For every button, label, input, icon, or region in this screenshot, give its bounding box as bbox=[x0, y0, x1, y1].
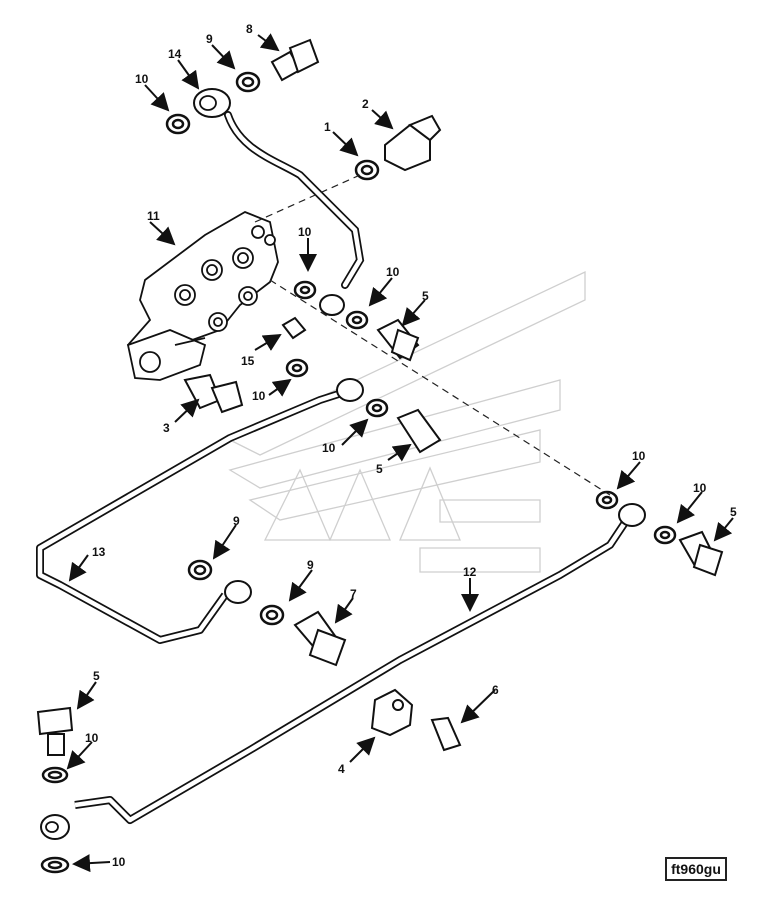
banjo-bolt-bottom bbox=[36, 706, 74, 756]
callout-10h: 10 bbox=[85, 731, 99, 745]
callout-5c: 5 bbox=[730, 505, 737, 519]
banjo-bolt-top bbox=[270, 38, 320, 82]
sealing-washers-right bbox=[595, 490, 677, 545]
adapter-fitting bbox=[384, 114, 442, 172]
callout-5a: 5 bbox=[422, 289, 429, 303]
callout-12: 12 bbox=[463, 565, 477, 579]
figure-reference-code: ft960gu bbox=[665, 857, 727, 881]
tube-clamp-bracket bbox=[370, 688, 414, 737]
sealing-washers-middle bbox=[285, 280, 389, 418]
callout-5d: 5 bbox=[93, 669, 100, 683]
alignment-lines bbox=[254, 174, 611, 496]
callout-10b: 10 bbox=[298, 225, 312, 239]
callout-7: 7 bbox=[350, 587, 357, 601]
sealing-washers-lower bbox=[187, 559, 285, 626]
callout-labels: 1 2 3 4 5 5 5 5 6 7 8 9 9 9 10 10 10 10 … bbox=[85, 22, 737, 869]
callout-10d: 10 bbox=[252, 389, 266, 403]
callout-10c: 10 bbox=[386, 265, 400, 279]
sealing-washers-bottom bbox=[40, 766, 70, 874]
callout-2: 2 bbox=[362, 97, 369, 111]
banjo-bolt-right bbox=[678, 530, 724, 577]
callout-10a: 10 bbox=[135, 72, 149, 86]
callout-9c: 9 bbox=[307, 558, 314, 572]
watermark-logo bbox=[228, 270, 586, 573]
callout-leaders bbox=[66, 33, 734, 873]
callout-10g: 10 bbox=[693, 481, 707, 495]
valve-manifold-block bbox=[126, 211, 279, 381]
callout-5b: 5 bbox=[376, 462, 383, 476]
banjo-bolt-mid bbox=[376, 318, 442, 454]
callout-4: 4 bbox=[338, 762, 345, 776]
callout-8: 8 bbox=[246, 22, 253, 36]
callout-15: 15 bbox=[241, 354, 255, 368]
tube-assembly-13 bbox=[36, 378, 364, 644]
callout-1: 1 bbox=[324, 120, 331, 134]
upper-tube-assembly bbox=[193, 88, 365, 316]
bracket-bolt bbox=[430, 716, 462, 752]
sealing-washers-top bbox=[165, 71, 380, 181]
callout-10e: 10 bbox=[322, 441, 336, 455]
tube-assembly-12 bbox=[40, 503, 646, 840]
callout-9b: 9 bbox=[233, 514, 240, 528]
callout-9a: 9 bbox=[206, 32, 213, 46]
callout-10i: 10 bbox=[112, 855, 126, 869]
callout-14: 14 bbox=[168, 47, 182, 61]
check-valve-insert bbox=[281, 316, 307, 340]
callout-13: 13 bbox=[92, 545, 106, 559]
mounting-bolt bbox=[183, 373, 244, 414]
callout-11: 11 bbox=[147, 209, 160, 223]
callout-3: 3 bbox=[163, 421, 170, 435]
banjo-bolt-7 bbox=[293, 610, 347, 667]
callout-6: 6 bbox=[492, 683, 499, 697]
callout-10f: 10 bbox=[632, 449, 646, 463]
